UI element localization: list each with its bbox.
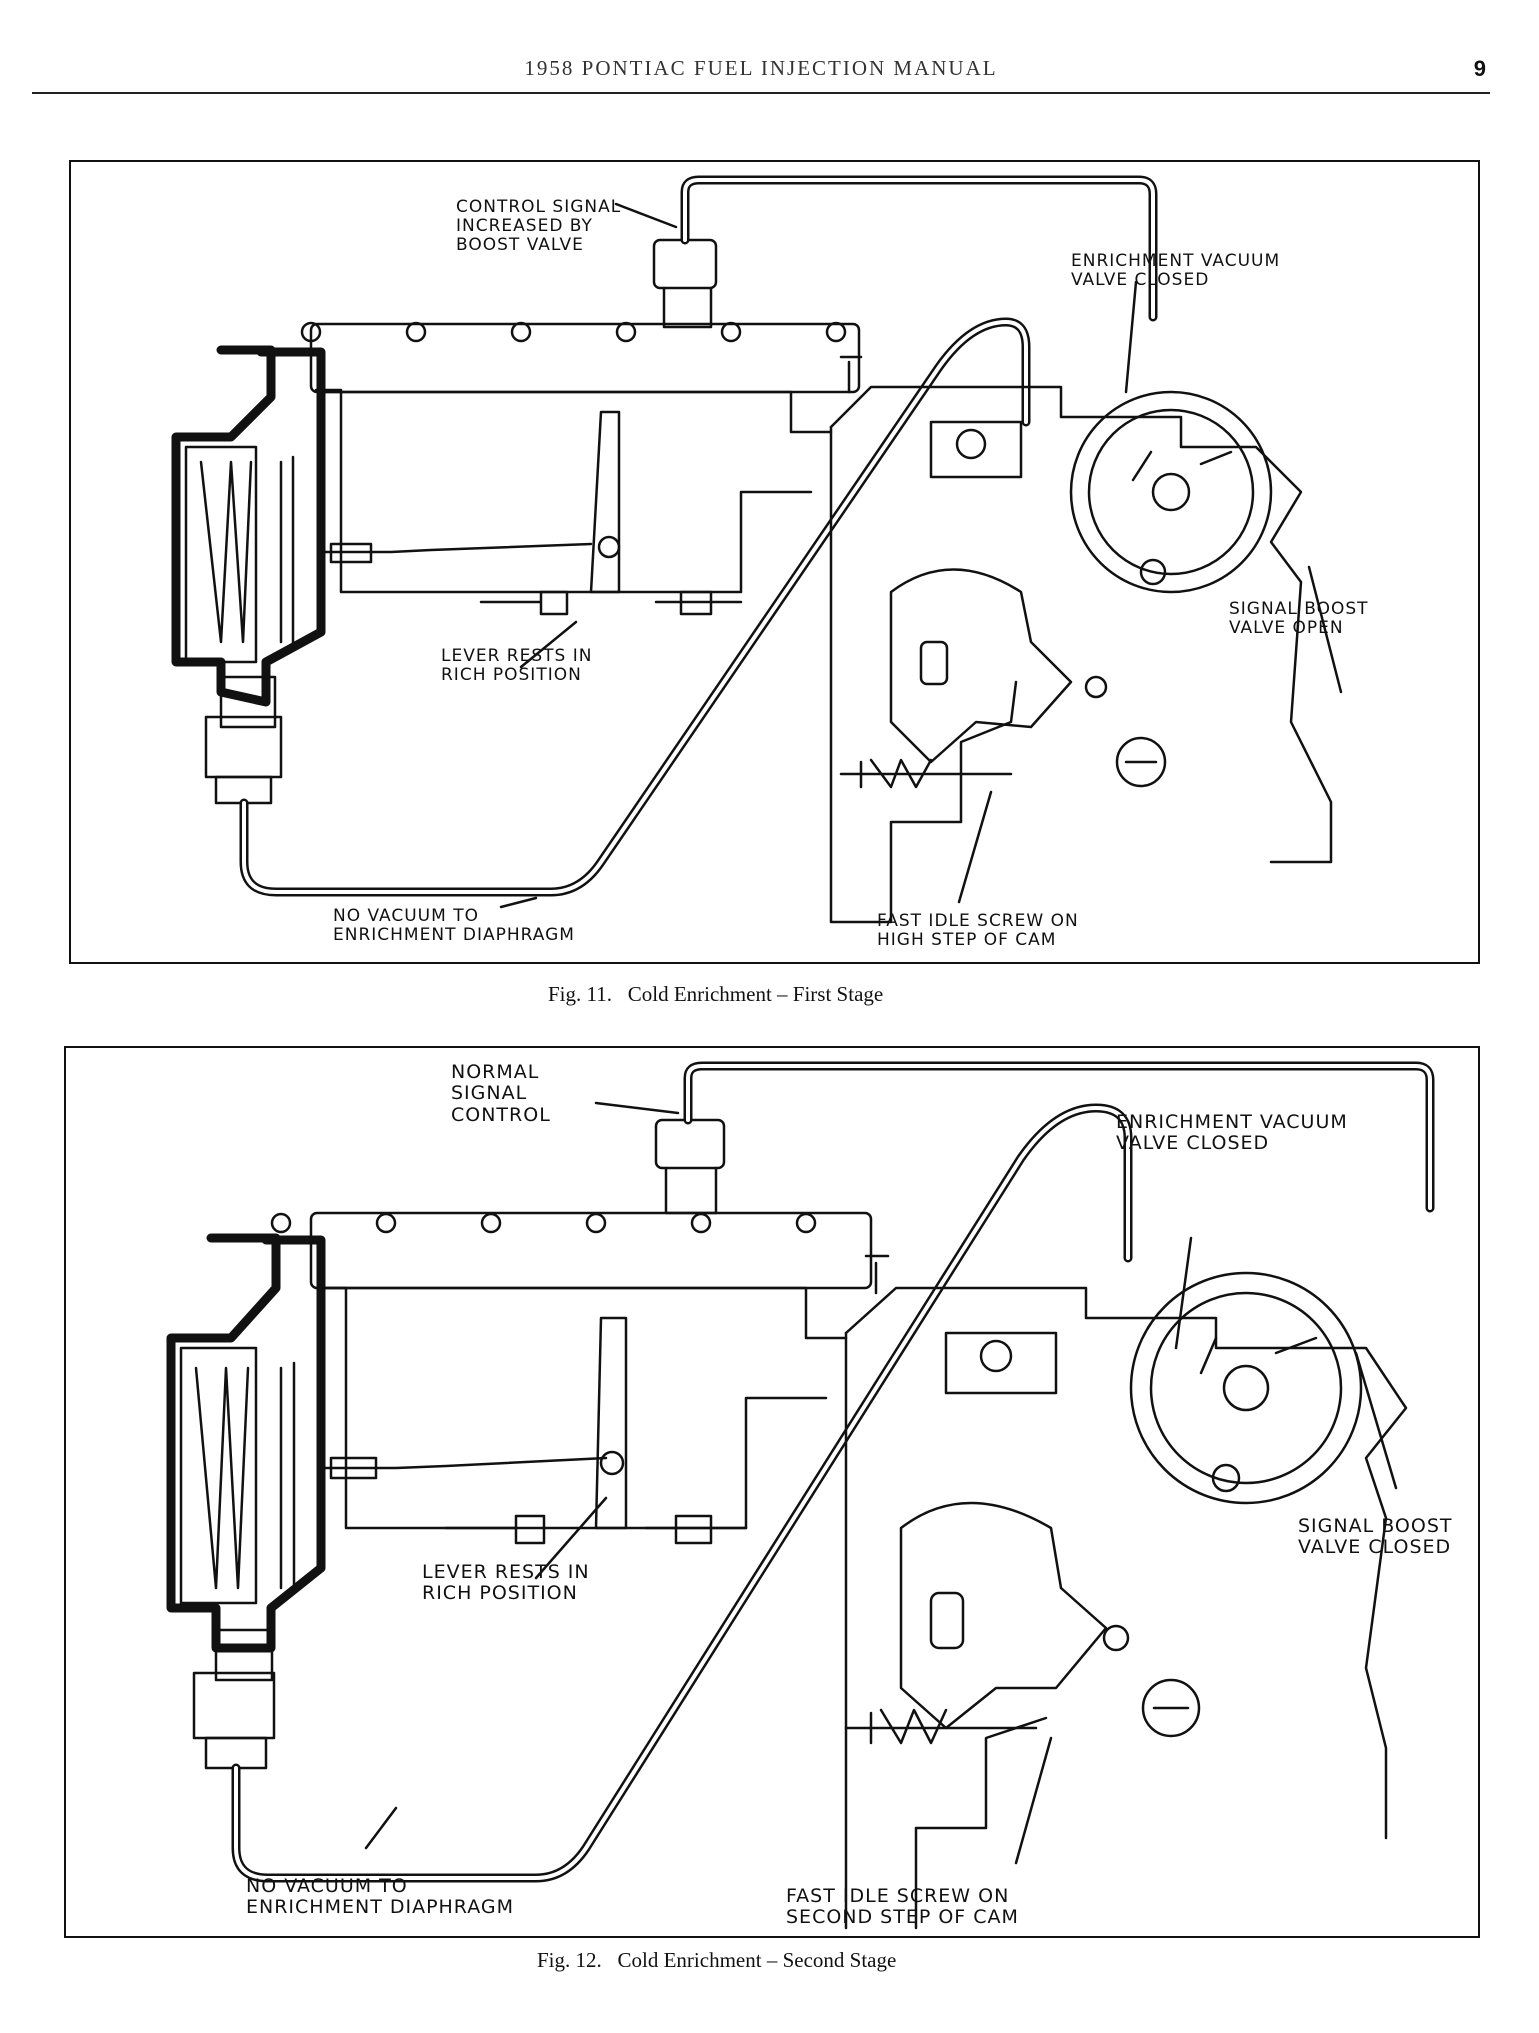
vacuum-tube <box>231 1103 1133 1883</box>
valve-cover <box>309 322 861 394</box>
throttle-lever <box>594 1316 628 1530</box>
figure-12-title: Cold Enrichment – Second Stage <box>617 1948 897 1972</box>
figure-11-number: Fig. 11. <box>548 982 612 1006</box>
vacuum-tube <box>239 317 1031 897</box>
fig12-line-art <box>166 1061 1435 1930</box>
boost-valve-nut <box>654 1118 726 1170</box>
boost-valve-nut <box>652 238 718 290</box>
throttle-lever <box>589 410 621 594</box>
fast-idle-cam <box>899 1501 1108 1730</box>
figure-12-number: Fig. 12. <box>537 1948 602 1972</box>
enrichment-valve-housing <box>1069 390 1273 594</box>
diaphragm-housing <box>166 1233 326 1653</box>
page-header: 1958 PONTIAC FUEL INJECTION MANUAL 9 <box>32 52 1490 94</box>
fast-idle-cam <box>889 568 1073 764</box>
diaphragm-spring <box>199 460 253 644</box>
fig11-line-art <box>171 175 1343 924</box>
control-signal-tube <box>680 175 1158 322</box>
enrichment-valve-housing <box>1129 1271 1363 1505</box>
figure-11-caption: Fig. 11. Cold Enrichment – First Stage <box>548 982 883 1007</box>
figure-11-title: Cold Enrichment – First Stage <box>627 982 884 1006</box>
diaphragm-spring <box>194 1366 250 1590</box>
page-number: 9 <box>1473 56 1486 81</box>
manual-title: 1958 PONTIAC FUEL INJECTION MANUAL <box>524 56 998 80</box>
figure-12-caption: Fig. 12. Cold Enrichment – Second Stage <box>537 1948 896 1973</box>
